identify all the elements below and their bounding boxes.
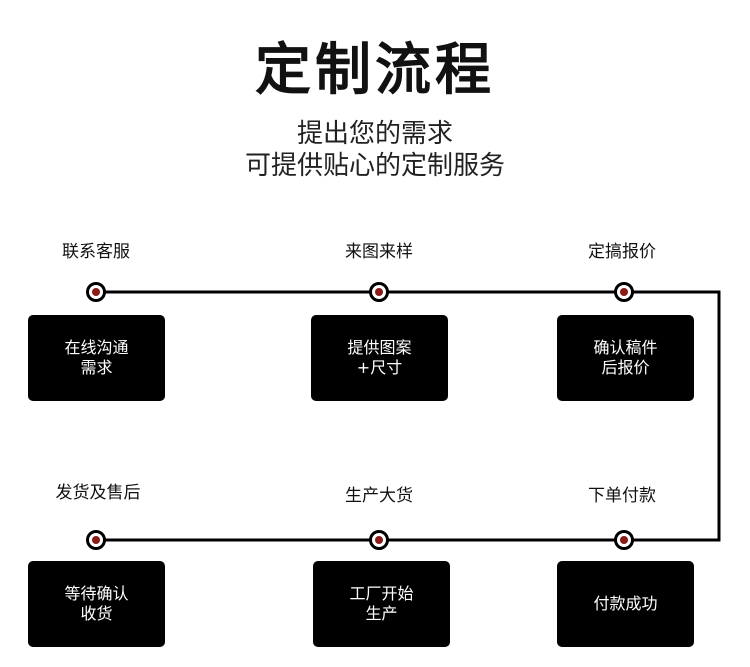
step-1-dot-icon xyxy=(86,282,106,302)
page-title: 定制流程 xyxy=(255,38,495,103)
step-2-box: 提供图案 +尺寸 xyxy=(311,315,448,401)
step-1-label: 联系客服 xyxy=(62,242,130,262)
step-2-box-line-1: 提供图案 xyxy=(347,338,412,357)
step-4-label: 下单付款 xyxy=(588,486,656,506)
step-3-box-line-2: 后报价 xyxy=(601,358,650,377)
step-1-box-line-1: 在线沟通 xyxy=(64,338,129,357)
subtitle-line-2: 可提供贴心的定制服务 xyxy=(244,151,505,181)
step-6-box-line-2: 收货 xyxy=(80,604,113,623)
step-5-box-line-1: 工厂开始 xyxy=(349,584,414,603)
step-2-box-line-2: +尺寸 xyxy=(356,358,403,377)
step-4-dot-icon xyxy=(614,530,634,550)
step-5-box-line-2: 生产 xyxy=(365,604,398,623)
step-6-box-line-1: 等待确认 xyxy=(64,584,129,603)
step-1-box-line-2: 需求 xyxy=(80,358,113,377)
step-4-box-line-1: 付款成功 xyxy=(593,594,658,613)
step-5-label: 生产大货 xyxy=(345,486,413,506)
step-3-label: 定搞报价 xyxy=(588,242,656,262)
step-5-box: 工厂开始 生产 xyxy=(313,561,450,647)
subtitle-line-1: 提出您的需求 xyxy=(296,119,453,149)
step-3-box: 确认稿件 后报价 xyxy=(557,315,694,401)
step-6-dot-icon xyxy=(86,530,106,550)
step-3-dot-icon xyxy=(614,282,634,302)
step-6-label: 发货及售后 xyxy=(55,483,141,503)
step-2-dot-icon xyxy=(369,282,389,302)
step-1-box: 在线沟通 需求 xyxy=(28,315,165,401)
step-4-box: 付款成功 xyxy=(557,561,694,647)
step-6-box: 等待确认 收货 xyxy=(28,561,165,647)
step-2-label: 来图来样 xyxy=(345,242,413,262)
step-5-dot-icon xyxy=(369,530,389,550)
step-3-box-line-1: 确认稿件 xyxy=(593,338,658,357)
